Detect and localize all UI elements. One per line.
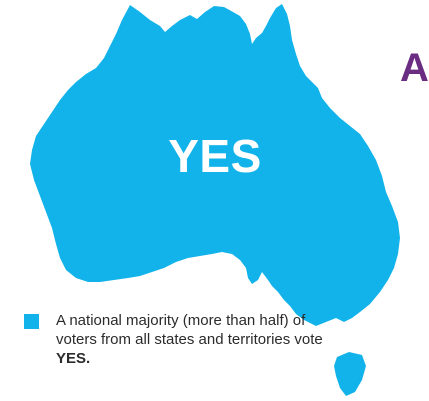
legend-text: A national majority (more than half) of …	[56, 311, 346, 368]
map-region-label: YES	[168, 130, 262, 182]
heading-fragment: A	[400, 46, 429, 90]
legend-swatch	[24, 314, 39, 329]
australia-mainland	[30, 4, 400, 326]
legend-text-body: A national majority (more than half) of …	[56, 312, 323, 348]
legend-text-emphasis: YES.	[56, 350, 91, 367]
tasmania	[334, 352, 366, 396]
